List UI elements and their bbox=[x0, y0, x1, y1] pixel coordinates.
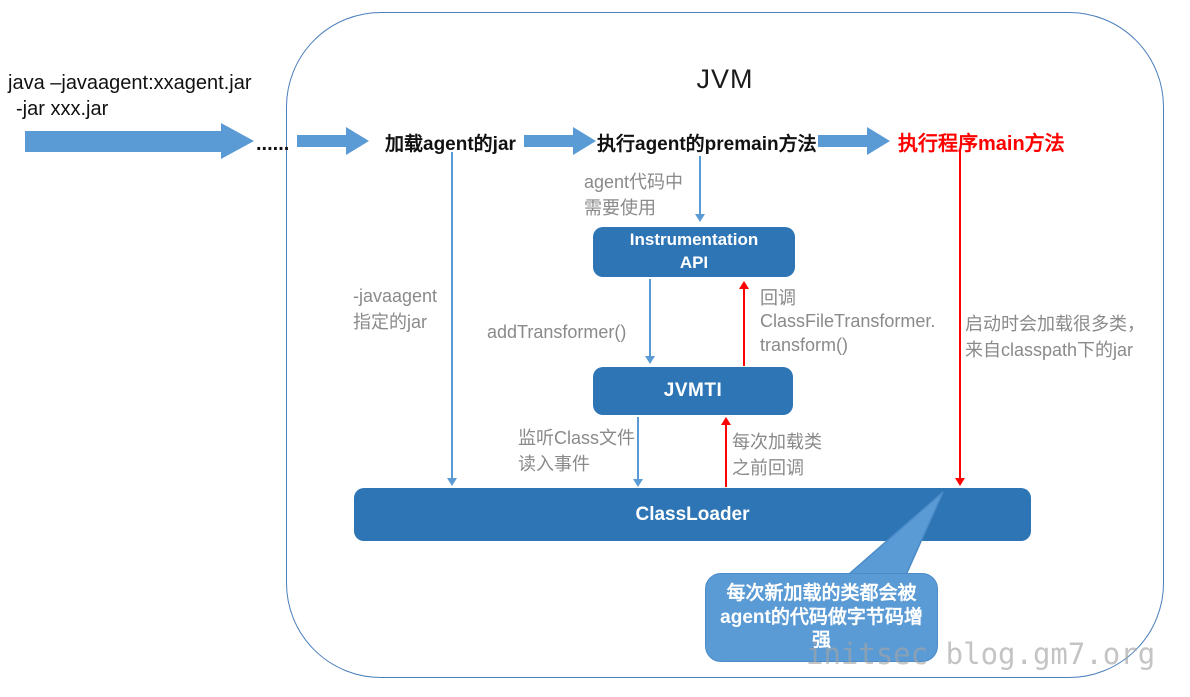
flow-arrow-2 bbox=[524, 127, 596, 155]
jvm-boundary bbox=[286, 12, 1164, 678]
arrow-shaft bbox=[25, 131, 221, 152]
arrowhead-down-icon bbox=[645, 356, 655, 364]
callback-jvmti-to-instrumentation bbox=[743, 288, 745, 366]
label-agent-code-usage: agent代码中 需要使用 bbox=[584, 172, 684, 218]
arrowhead-down-icon bbox=[955, 478, 965, 486]
watermark-text: initsec blog.gm7.org bbox=[806, 637, 1156, 671]
arrow-head bbox=[573, 127, 596, 155]
arrow-shaft bbox=[524, 135, 573, 147]
connector-premain-to-instrumentation bbox=[699, 156, 701, 215]
arrowhead-up-icon bbox=[739, 281, 749, 289]
arrowhead-down-icon bbox=[447, 478, 457, 486]
label-callback-transform: 回调 ClassFileTransformer. transform() bbox=[760, 288, 936, 355]
step-run-main: 执行程序main方法 bbox=[898, 133, 1065, 155]
step-load-agent-jar: 加载agent的jar bbox=[385, 134, 516, 155]
arrow-head bbox=[867, 127, 890, 155]
launch-arrow bbox=[25, 123, 254, 160]
step-run-premain: 执行agent的premain方法 bbox=[597, 134, 817, 155]
arrow-head bbox=[221, 123, 254, 159]
arrowhead-down-icon bbox=[695, 214, 705, 222]
arrowhead-down-icon bbox=[633, 479, 643, 487]
flow-arrow-1 bbox=[297, 127, 369, 155]
instrumentation-api-node: Instrumentation API bbox=[593, 227, 795, 277]
label-add-transformer: addTransformer() bbox=[487, 322, 627, 342]
label-javaagent-jar: -javaagent 指定的jar bbox=[353, 286, 438, 332]
command-line-2: -jar xxx.jar bbox=[16, 98, 109, 120]
connector-jvmti-to-classloader bbox=[637, 417, 639, 480]
callout-bytecode-enhance: 每次新加载的类都会被 agent的代码做字节码增 强 bbox=[705, 573, 938, 662]
connector-instrumentation-to-jvmti bbox=[649, 279, 651, 357]
callout-tail bbox=[846, 491, 944, 576]
connector-agentjar-to-classloader bbox=[451, 152, 453, 479]
flow-arrow-3 bbox=[818, 127, 890, 155]
ellipsis-text: ...... bbox=[256, 133, 290, 155]
label-callback-before-load: 每次加载类 之前回调 bbox=[732, 432, 822, 478]
callback-classloader-to-jvmti bbox=[725, 424, 727, 487]
arrow-head bbox=[346, 127, 369, 155]
arrow-shaft bbox=[818, 135, 867, 147]
label-startup-classes: 启动时会加载很多类， 来自classpath下的jar bbox=[965, 314, 1145, 360]
arrowhead-up-icon bbox=[721, 417, 731, 425]
jvm-title: JVM bbox=[696, 64, 754, 94]
command-line-1: java –javaagent:xxagent.jar bbox=[8, 72, 252, 94]
arrow-shaft bbox=[297, 135, 346, 147]
jvmti-node: JVMTI bbox=[593, 367, 793, 415]
connector-main-to-classloader bbox=[959, 150, 961, 479]
label-listen-class-file: 监听Class文件 读入事件 bbox=[518, 428, 636, 474]
